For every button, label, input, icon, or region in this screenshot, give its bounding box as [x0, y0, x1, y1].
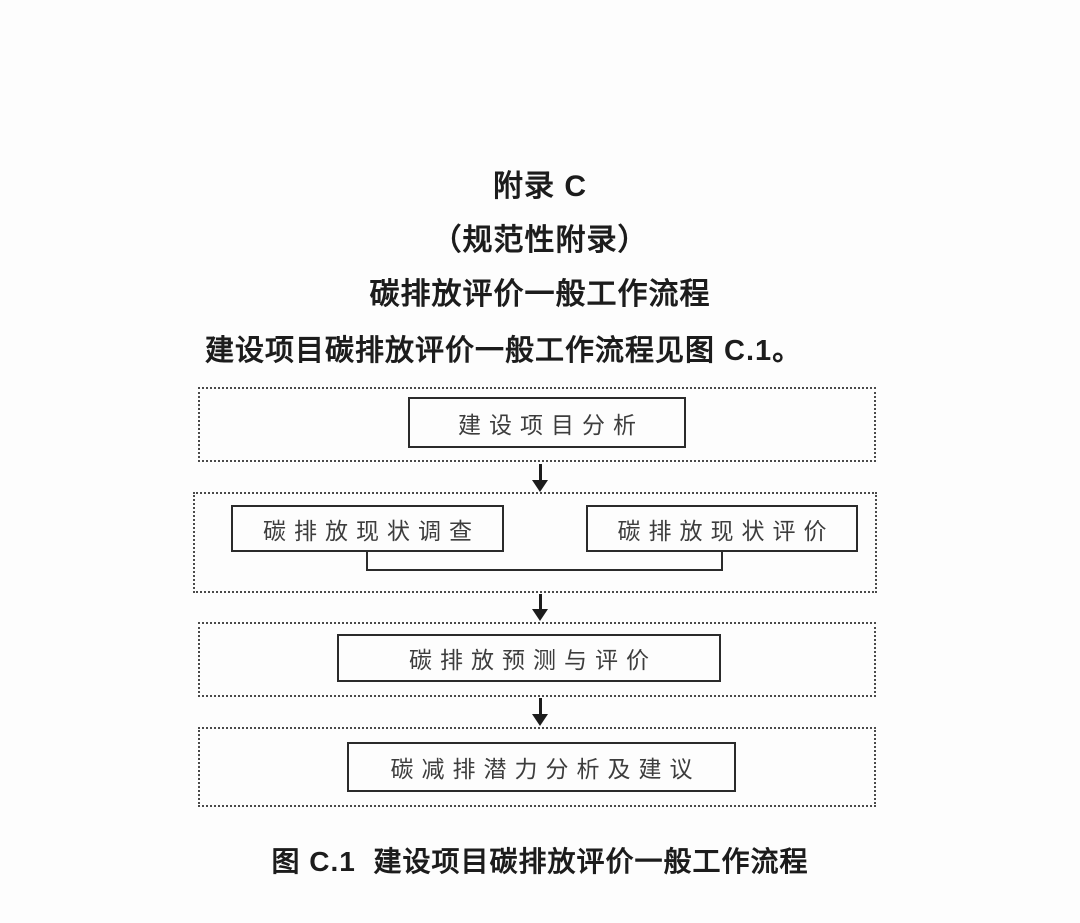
arrow-down-icon [532, 698, 548, 726]
arrow-shaft [538, 594, 542, 609]
connector-line [721, 552, 723, 571]
flow-node-status-survey: 碳排放现状调查 [231, 505, 504, 552]
arrow-shaft [538, 698, 542, 714]
stage-frame-reduction-potential [198, 727, 876, 807]
arrow-head [532, 480, 548, 492]
arrow-head [532, 609, 548, 621]
stage-frame-current-status [193, 492, 877, 593]
appendix-type-heading: （规范性附录） [431, 224, 649, 257]
connector-line [366, 552, 368, 571]
flow-node-prediction-evaluation: 碳排放预测与评价 [337, 634, 721, 682]
connector-line [366, 569, 723, 571]
stage-frame-prediction-evaluation [198, 622, 876, 697]
appendix-title-heading: 碳排放评价一般工作流程 [369, 278, 711, 311]
flow-node-reduction-potential: 碳减排潜力分析及建议 [347, 742, 736, 792]
flow-node-status-evaluation: 碳排放现状评价 [586, 505, 858, 552]
appendix-label: 附录 C [493, 170, 587, 203]
arrow-down-icon [532, 594, 548, 621]
arrow-shaft [538, 464, 542, 480]
arrow-head [532, 714, 548, 726]
figure-caption: 图 C.1 建设项目碳排放评价一般工作流程 [271, 846, 809, 877]
flow-node-project-analysis: 建设项目分析 [408, 397, 686, 448]
arrow-down-icon [532, 464, 548, 492]
intro-paragraph: 建设项目碳排放评价一般工作流程见图 C.1。 [205, 335, 803, 367]
stage-frame-project-analysis [198, 387, 876, 462]
